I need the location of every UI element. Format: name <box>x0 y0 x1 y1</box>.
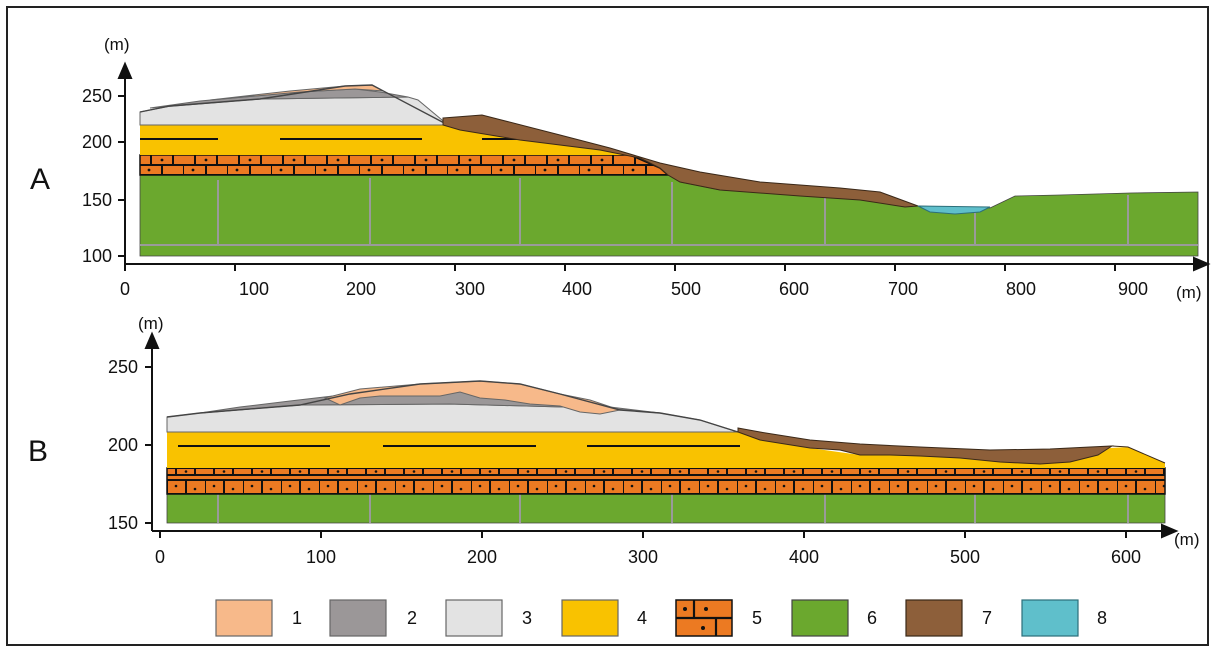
legend-swatch-4 <box>561 599 619 637</box>
profile-b-label: B <box>28 435 48 468</box>
legend-item-3: 3 <box>445 599 532 637</box>
legend-item-2: 2 <box>329 599 417 637</box>
profile-a-section <box>117 61 1211 272</box>
a-y-tick: 150 <box>82 190 112 210</box>
b-unit-5-limestone <box>166 467 1166 495</box>
a-y-tick: 100 <box>82 246 112 266</box>
a-unit-4-sandstone <box>140 125 640 158</box>
figure-frame <box>6 6 1209 646</box>
b-unit-4-sandstone <box>167 432 1165 468</box>
profile-b-section <box>144 331 1179 539</box>
b-x-tick: 500 <box>950 547 980 567</box>
legend-swatch-5 <box>675 599 733 637</box>
a-x-tick: 800 <box>1006 279 1036 299</box>
b-unit-6-green <box>166 493 1166 524</box>
legend-swatch-8 <box>1021 599 1079 637</box>
a-x-tick: 200 <box>346 279 376 299</box>
a-x-tick: 0 <box>120 279 130 299</box>
a-x-tick: 700 <box>888 279 918 299</box>
legend-label-5: 5 <box>752 608 762 628</box>
a-unit-7-landslide <box>442 114 919 208</box>
legend-item-7: 7 <box>905 599 992 637</box>
a-x-tick: 600 <box>779 279 809 299</box>
legend-label-7: 7 <box>982 608 992 628</box>
b-green-joints <box>217 494 1129 523</box>
legend-item-8: 8 <box>1021 599 1107 637</box>
a-y-unit: (m) <box>104 35 129 54</box>
a-x-tick: 300 <box>455 279 485 299</box>
a-green-joints <box>140 178 1198 246</box>
b-y-unit: (m) <box>138 314 163 333</box>
b-unit-7-landslide <box>737 427 1114 465</box>
legend-swatch-7 <box>905 599 963 637</box>
a-unit-8-water <box>917 205 991 215</box>
b-x-tick: 0 <box>155 547 165 567</box>
legend-item-6: 6 <box>791 599 877 637</box>
legend-item-5: 5 <box>675 599 762 637</box>
b-y-tick: 150 <box>108 513 138 533</box>
b-axes <box>144 331 1179 539</box>
b-x-unit: (m) <box>1174 530 1199 549</box>
legend-swatch-3 <box>445 599 503 637</box>
a-x-tick: 100 <box>239 279 269 299</box>
legend-label-8: 8 <box>1097 608 1107 628</box>
legend-label-2: 2 <box>407 608 417 628</box>
b-y-tick: 250 <box>108 357 138 377</box>
b-y-tick: 200 <box>108 435 138 455</box>
a-axes <box>117 61 1211 272</box>
a-x-tick: 500 <box>671 279 701 299</box>
a-x-unit: (m) <box>1176 283 1201 302</box>
b-x-tick: 200 <box>467 547 497 567</box>
profile-a-text: A (m) (m) 250 200 150 100 0 100 200 300 … <box>30 35 1201 302</box>
a-unit-5-limestone <box>139 154 670 176</box>
legend-item-1: 1 <box>215 599 302 637</box>
a-y-tick: 200 <box>82 132 112 152</box>
profile-b-text: B (m) (m) 250 200 150 0 100 200 300 400 … <box>28 314 1199 567</box>
legend-swatch-2 <box>329 599 387 637</box>
a-y-tick: 250 <box>82 86 112 106</box>
legend-swatch-1 <box>215 599 273 637</box>
legend-label-3: 3 <box>522 608 532 628</box>
legend-item-4: 4 <box>561 599 647 637</box>
legend: 1 2 3 4 5 6 7 8 <box>215 599 1107 637</box>
legend-label-1: 1 <box>292 608 302 628</box>
b-x-tick: 100 <box>306 547 336 567</box>
a-unit-6-green <box>139 174 1199 257</box>
b-x-tick: 600 <box>1111 547 1141 567</box>
a-x-tick: 900 <box>1118 279 1148 299</box>
legend-label-4: 4 <box>637 608 647 628</box>
b-x-tick: 300 <box>628 547 658 567</box>
profile-a-label: A <box>30 163 50 196</box>
a-x-tick: 400 <box>562 279 592 299</box>
legend-swatch-6 <box>791 599 849 637</box>
b-x-tick: 400 <box>789 547 819 567</box>
legend-label-6: 6 <box>867 608 877 628</box>
